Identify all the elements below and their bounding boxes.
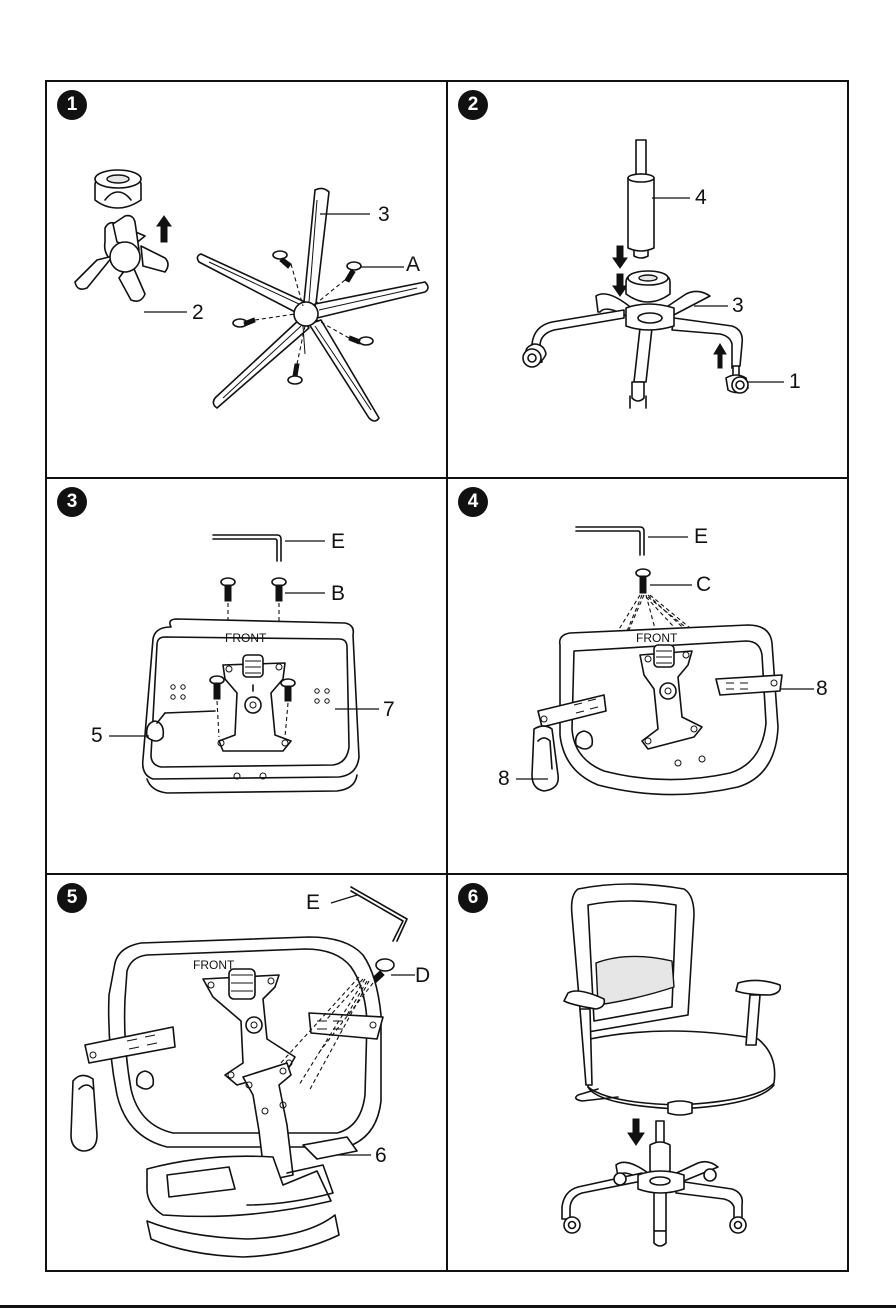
five-star-base-illustration xyxy=(197,188,428,421)
caster-wheel-illustration xyxy=(630,382,646,408)
caster-wheel-illustration xyxy=(730,1217,746,1233)
front-marking: FRONT xyxy=(225,632,266,645)
down-arrow-icon xyxy=(613,274,627,296)
label-part-2: 2 xyxy=(192,302,204,324)
screw-icon xyxy=(273,251,291,268)
label-part-e: E xyxy=(694,526,708,548)
label-part-4: 4 xyxy=(695,187,707,209)
label-part-8-right: 8 xyxy=(816,678,828,700)
label-part-1: 1 xyxy=(789,371,801,393)
step-3-illustration xyxy=(47,479,447,875)
allen-key-illustration xyxy=(576,527,644,555)
front-marking: FRONT xyxy=(636,632,677,645)
step-4-illustration xyxy=(448,479,848,875)
label-part-6: 6 xyxy=(375,1145,387,1167)
label-part-d: D xyxy=(415,965,430,987)
screw-icon xyxy=(345,262,361,282)
up-arrow-icon xyxy=(714,344,726,368)
base-cap-illustration xyxy=(95,170,141,208)
gas-lift-illustration xyxy=(628,140,654,258)
label-part-b: B xyxy=(331,583,345,605)
step-6-illustration xyxy=(448,875,848,1271)
step-5-illustration xyxy=(47,875,447,1271)
screw-icon xyxy=(636,569,650,593)
label-part-e: E xyxy=(306,892,320,914)
caster-wheel-illustration xyxy=(614,1173,626,1185)
step-2-illustration xyxy=(448,82,848,478)
step-1-panel: 1 xyxy=(47,82,447,478)
caster-wheel-illustration xyxy=(564,1217,580,1233)
up-arrow-icon xyxy=(157,216,171,242)
label-part-5: 5 xyxy=(91,725,103,747)
base-cover-illustration xyxy=(75,216,168,302)
caster-wheel-illustration xyxy=(704,1169,716,1181)
label-part-3: 3 xyxy=(732,295,744,317)
five-star-base-illustration xyxy=(532,291,742,382)
caster-wheel-illustration xyxy=(654,1231,666,1246)
assembled-chair-illustration xyxy=(564,884,780,1115)
label-part-a: A xyxy=(406,254,420,276)
front-marking: FRONT xyxy=(193,959,234,972)
step-2-panel: 2 xyxy=(448,82,848,478)
caster-wheel-illustration xyxy=(726,366,748,393)
label-part-3: 3 xyxy=(378,204,390,226)
screw-icon xyxy=(272,578,286,601)
gas-lift-illustration xyxy=(650,1121,670,1173)
caster-wheel-illustration xyxy=(523,344,546,367)
label-part-7: 7 xyxy=(383,699,395,721)
screw-icon xyxy=(349,336,373,345)
allen-key-illustration xyxy=(351,887,407,941)
screw-icon xyxy=(233,318,255,327)
screw-icon xyxy=(221,578,235,601)
step-6-panel: 6 xyxy=(448,875,848,1271)
down-arrow-icon xyxy=(628,1119,644,1145)
step-4-panel: 4 xyxy=(448,479,848,875)
label-part-c: C xyxy=(696,574,711,596)
armrest-bracket-right-illustration xyxy=(716,675,782,695)
page-bottom-rule xyxy=(0,1305,896,1308)
step-5-panel: 5 xyxy=(47,875,447,1271)
down-arrow-icon xyxy=(613,246,627,268)
label-part-8-left: 8 xyxy=(498,768,510,790)
allen-key-illustration xyxy=(213,535,281,561)
screw-icon xyxy=(288,364,302,384)
label-part-e: E xyxy=(331,531,345,553)
step-1-illustration xyxy=(47,82,447,478)
step-3-panel: 3 xyxy=(47,479,447,875)
